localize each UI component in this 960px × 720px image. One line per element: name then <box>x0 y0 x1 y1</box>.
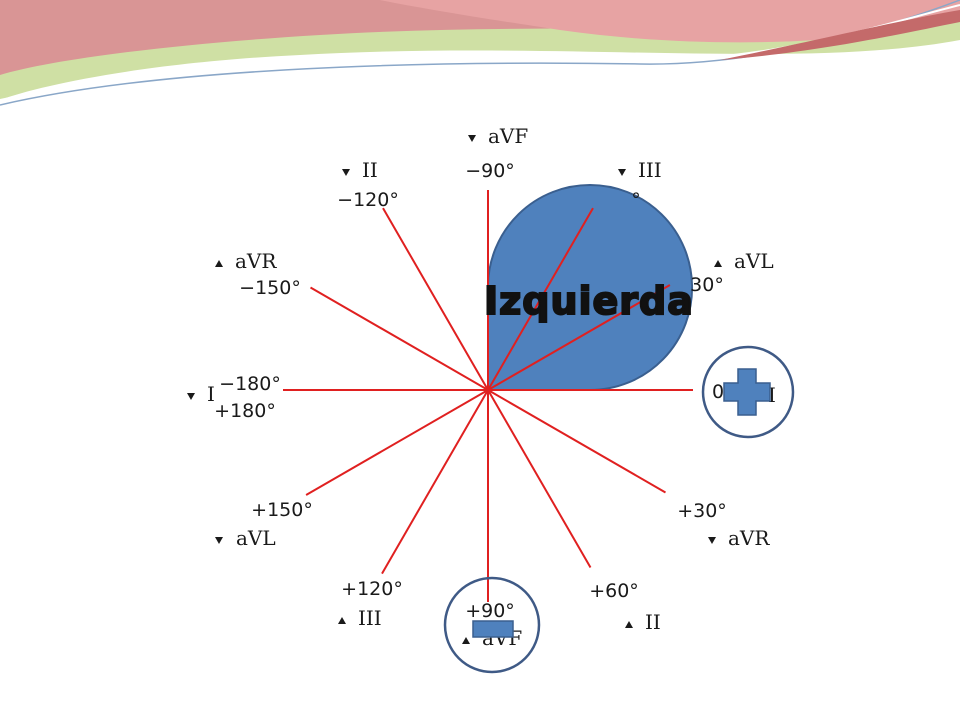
axis-line-150 <box>305 389 489 496</box>
lead-label: III <box>358 606 382 630</box>
lead-label: aVR <box>235 249 277 273</box>
lead-label: II <box>362 158 378 182</box>
degree-label: +150° <box>251 499 313 521</box>
triangle-up-icon <box>338 617 346 624</box>
degree-label: −90° <box>465 160 515 182</box>
degree-label: −150° <box>239 277 301 299</box>
triangle-up-icon <box>462 637 470 644</box>
highlight-label: Izquierda <box>484 279 694 323</box>
lead-label: aVR <box>728 526 770 550</box>
triangle-up-icon <box>714 260 722 267</box>
triangle-down-icon <box>618 169 626 176</box>
minus-icon <box>472 620 514 638</box>
degree-label: 30° <box>690 274 724 296</box>
degree-label: +90° <box>465 600 515 622</box>
positive-marker-circle <box>701 345 795 439</box>
axis-line-120 <box>381 389 489 575</box>
degree-label: 0 <box>712 381 724 403</box>
degree-label: ° <box>631 189 641 211</box>
positive-lead-marker <box>701 345 795 439</box>
triangle-up-icon <box>625 621 633 628</box>
axis-line-30 <box>487 389 667 494</box>
negative-lead-marker <box>443 576 541 674</box>
axis-line-minus-120 <box>382 207 489 391</box>
axis-line-minus-30 <box>487 284 671 391</box>
triangle-up-icon <box>215 260 223 267</box>
axis-line-minus-60 <box>487 207 594 391</box>
lead-label: aVF <box>488 124 528 148</box>
left-axis-quadrant <box>487 183 694 391</box>
lead-label: aVL <box>236 526 276 550</box>
degree-label: +30° <box>677 500 727 522</box>
triangle-down-icon <box>342 169 350 176</box>
degree-label: +120° <box>341 578 403 600</box>
lead-label: I <box>768 383 776 407</box>
plus-icon <box>723 368 771 416</box>
degree-label: −180° <box>219 373 281 395</box>
lead-label: II <box>645 610 661 634</box>
degree-label-secondary: +180° <box>214 400 276 422</box>
lead-label: aVL <box>734 249 774 273</box>
axis-lines <box>283 190 693 602</box>
axis-line-minus-150 <box>309 286 489 391</box>
negative-marker-circle <box>443 576 541 674</box>
triangle-down-icon <box>708 537 716 544</box>
lead-label: III <box>638 158 662 182</box>
lead-label: I <box>207 382 215 406</box>
axis-line-60 <box>487 389 592 569</box>
triangle-down-icon <box>215 537 223 544</box>
triangle-down-icon <box>468 135 476 142</box>
degree-label: −120° <box>337 189 399 211</box>
degree-label: +60° <box>589 580 639 602</box>
top-banner-decoration <box>0 0 960 106</box>
triangle-down-icon <box>187 393 195 400</box>
